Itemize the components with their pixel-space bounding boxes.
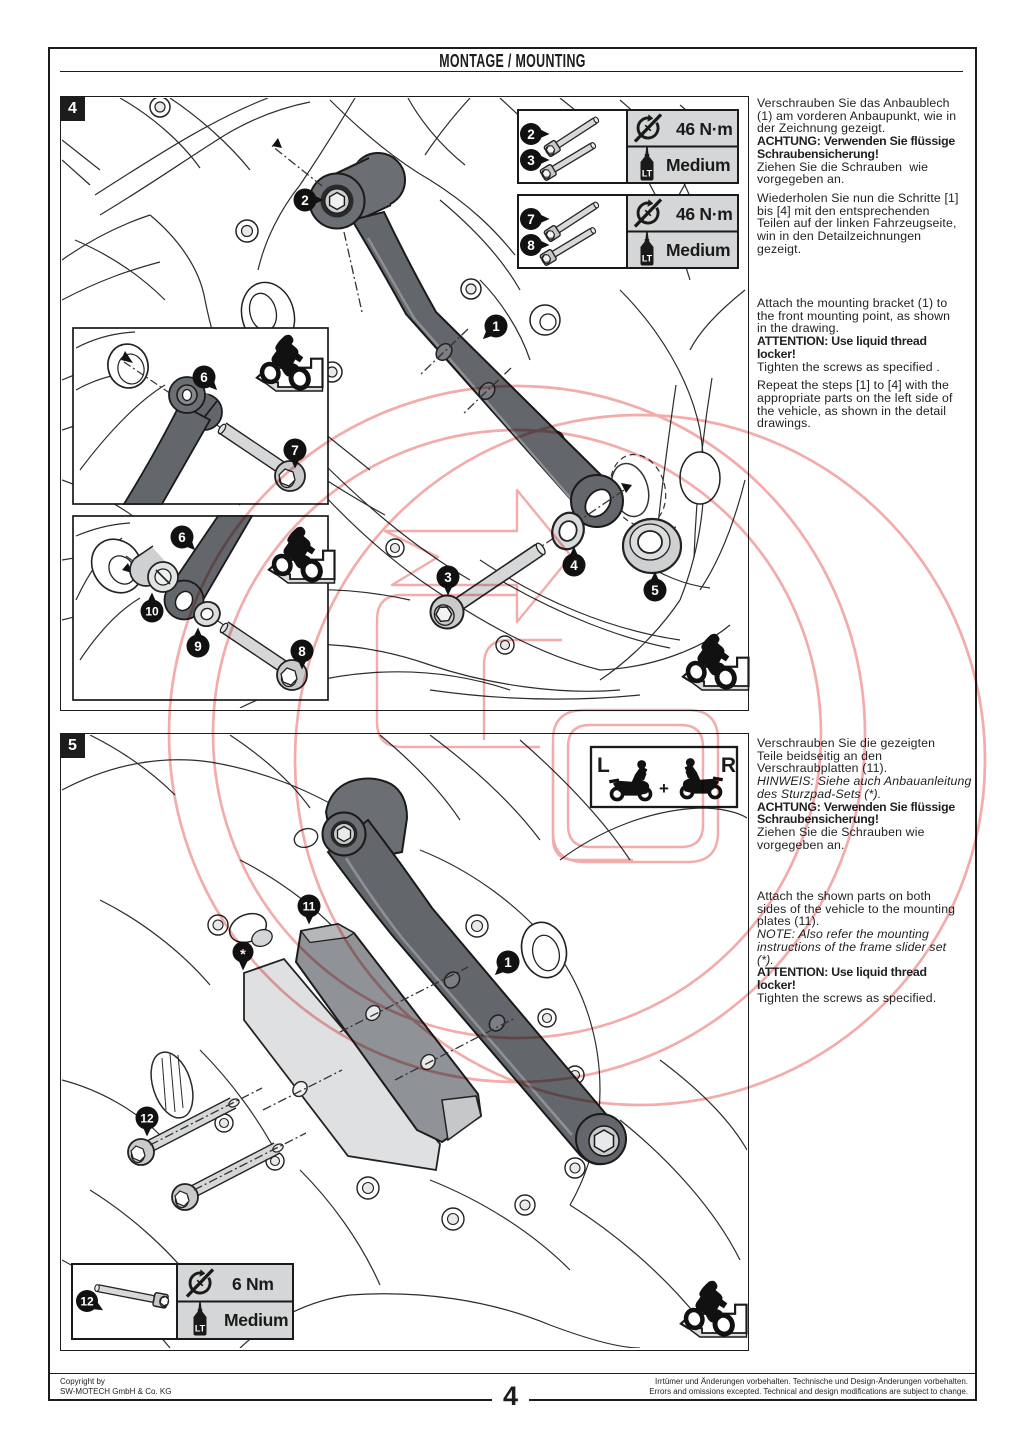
svg-text:10: 10 — [145, 604, 159, 618]
svg-text:12: 12 — [80, 1294, 94, 1308]
svg-text:4: 4 — [570, 558, 578, 573]
svg-text:46 N·m: 46 N·m — [676, 119, 733, 139]
svg-text:Medium: Medium — [224, 1310, 288, 1330]
svg-text:R: R — [721, 754, 736, 777]
svg-text:1: 1 — [504, 955, 512, 970]
svg-text:2: 2 — [527, 127, 535, 142]
svg-text:3: 3 — [527, 153, 535, 168]
svg-text:7: 7 — [527, 212, 535, 227]
svg-text:2: 2 — [301, 193, 309, 208]
svg-text:7: 7 — [291, 443, 299, 458]
svg-text:11: 11 — [303, 899, 316, 913]
svg-text:46 N·m: 46 N·m — [676, 204, 733, 224]
svg-text:12: 12 — [140, 1111, 154, 1125]
svg-text:3: 3 — [444, 570, 452, 585]
svg-text:+: + — [659, 779, 669, 798]
svg-text:6 Nm: 6 Nm — [232, 1274, 274, 1294]
svg-text:6: 6 — [178, 530, 186, 545]
svg-text:8: 8 — [298, 644, 306, 659]
svg-text:8: 8 — [527, 238, 535, 253]
svg-text:6: 6 — [200, 370, 208, 385]
svg-text:L: L — [597, 754, 610, 777]
svg-text:*: * — [240, 946, 246, 963]
svg-text:1: 1 — [492, 319, 500, 334]
svg-text:5: 5 — [651, 583, 659, 598]
svg-text:Medium: Medium — [666, 240, 730, 260]
svg-text:9: 9 — [194, 639, 202, 654]
svg-text:Medium: Medium — [666, 155, 730, 175]
